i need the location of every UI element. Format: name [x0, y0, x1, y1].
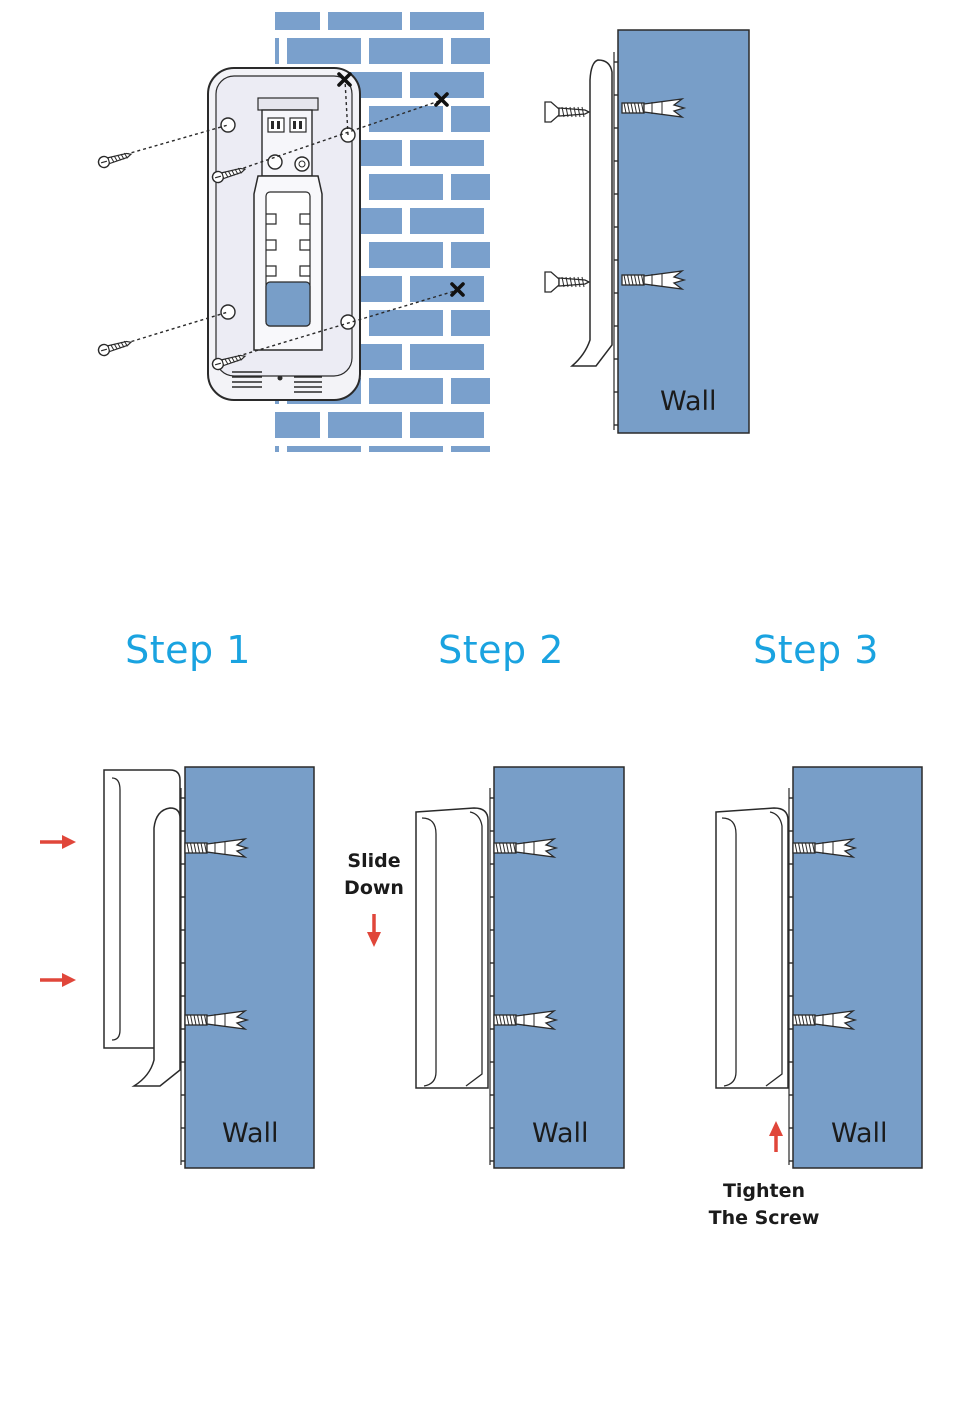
wall-block	[184, 766, 315, 1169]
screw-icon	[544, 271, 591, 293]
tighten-screw-caption: Tighten The Screw	[694, 1178, 834, 1232]
step-1-title: Step 1	[125, 628, 251, 672]
wall-anchor-icon	[621, 98, 687, 118]
wall-anchor-icon	[184, 838, 250, 858]
caption-line: Tighten	[722, 1180, 806, 1202]
bracket-side-profile	[569, 59, 613, 367]
wall-label: Wall	[222, 1118, 279, 1149]
doorbell-unit	[415, 807, 489, 1089]
wall-block	[792, 766, 923, 1169]
push-arrow-icon	[40, 835, 76, 987]
screw-icon	[97, 152, 133, 169]
drill-point-icons	[337, 72, 465, 297]
doorbell-unit	[715, 807, 789, 1089]
caption-line: Slide	[347, 850, 401, 872]
slide-down-caption: Slide Down	[324, 848, 424, 902]
tighten-up-arrow-icon	[769, 1121, 783, 1152]
wall-anchor-icon	[493, 1010, 559, 1030]
screw-icon	[544, 101, 591, 123]
screw-icon	[211, 167, 247, 184]
step-1-diagram: Wall	[40, 766, 315, 1169]
wall-label: Wall	[831, 1118, 888, 1149]
wall-block	[617, 29, 750, 434]
wall-anchor-icon	[493, 838, 559, 858]
screw-guide-lines	[119, 79, 459, 359]
slide-down-arrow-icon	[367, 914, 381, 947]
caption-line: Down	[344, 877, 404, 899]
wall-anchor-icon	[184, 1010, 250, 1030]
mounting-bracket	[207, 67, 361, 401]
wall-label: Wall	[660, 386, 717, 417]
step-3-title: Step 3	[753, 628, 879, 672]
step-3-diagram: Wall	[715, 766, 923, 1169]
screw-icon	[211, 354, 247, 371]
brick-wall-mounting-view	[97, 12, 490, 452]
step-2-title: Step 2	[438, 628, 564, 672]
caption-line: The Screw	[708, 1207, 820, 1229]
wall-label: Wall	[532, 1118, 589, 1149]
wall-anchor-icon	[621, 270, 687, 290]
screw-icon	[97, 340, 133, 357]
wall-anchor-icon	[792, 1010, 858, 1030]
wall-anchor-icon	[792, 838, 858, 858]
screw-icons	[97, 152, 247, 371]
wall-block	[493, 766, 625, 1169]
side-view-wall-panel: Wall	[544, 29, 750, 434]
step-2-diagram: Wall	[367, 766, 625, 1169]
bracket-side-profile	[131, 807, 181, 1087]
